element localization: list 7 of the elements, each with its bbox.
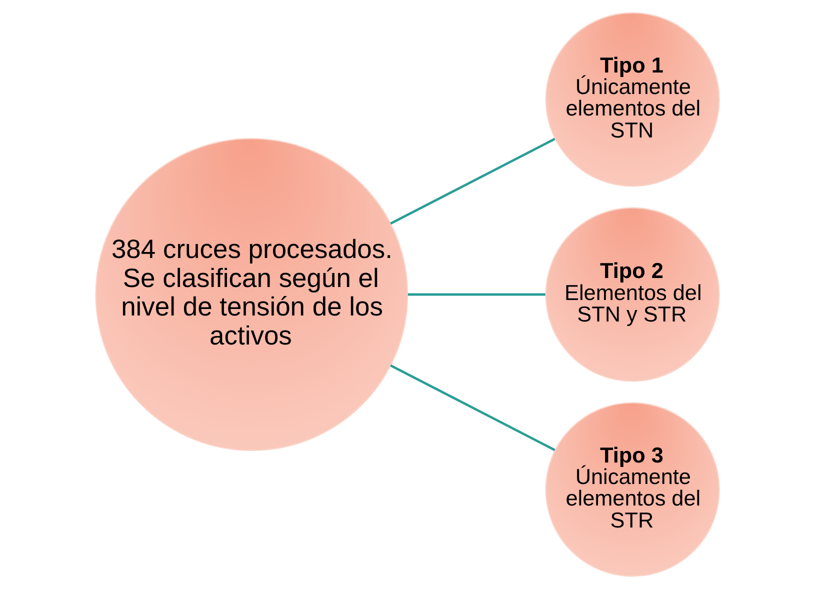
node-circle: Tipo 2 Elementos del STN y STR [545,207,720,382]
connector [390,138,556,225]
connector [390,364,556,452]
node-circle: 384 cruces procesados. Se clasifican según el nivel de tensión de los activos [95,138,408,451]
node-circle: Tipo 1 Únicamente elementos del STN [545,12,720,187]
connector [408,293,546,296]
node-circle: Tipo 3 Únicamente elementos del STR [545,402,720,577]
